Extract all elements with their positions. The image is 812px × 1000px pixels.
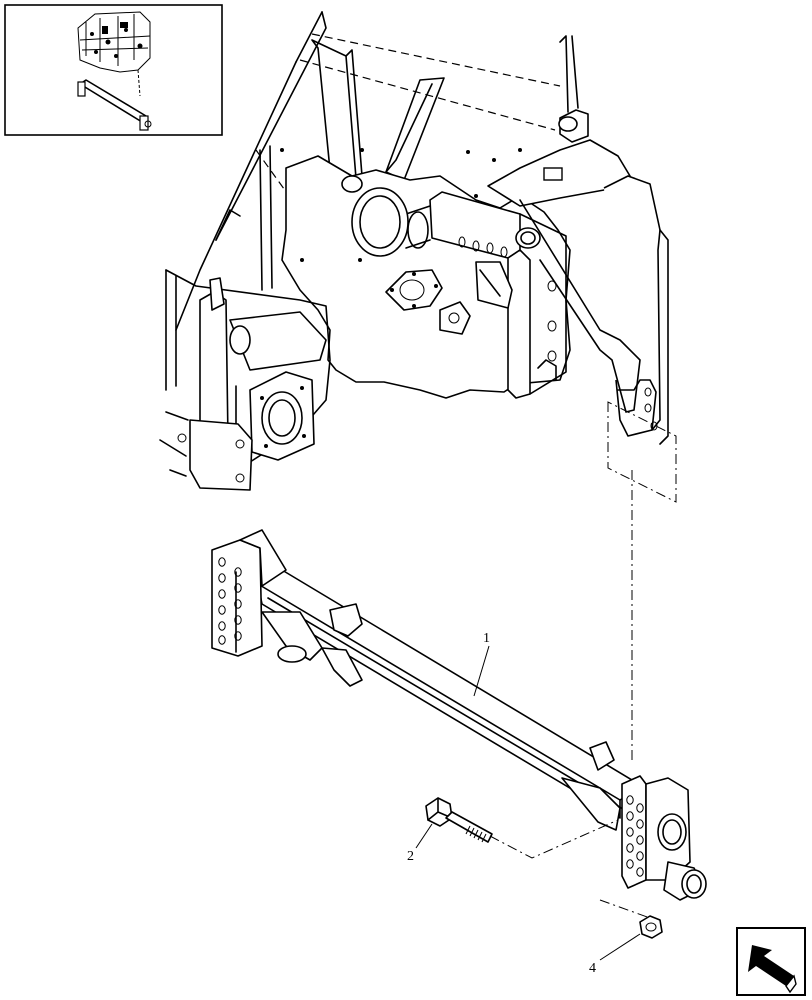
overview-thumbnail-icon[interactable] [4,4,223,136]
bolt-part [425,797,493,843]
callout-label: 2 [407,849,414,864]
callout-2: 2 [407,823,433,864]
nut-part [639,915,663,939]
callout-label: 1 [483,631,490,646]
callout-1: 1 [473,631,490,697]
axle-tube-part [211,529,707,901]
thumbnail-machine-sketch [77,11,152,131]
assembly-guide-lines [489,819,651,919]
machine-frame-assembly [159,11,677,760]
callout-4: 4 [589,933,641,976]
callout-label: 4 [589,961,596,976]
navigation-arrow-icon[interactable] [736,927,806,996]
